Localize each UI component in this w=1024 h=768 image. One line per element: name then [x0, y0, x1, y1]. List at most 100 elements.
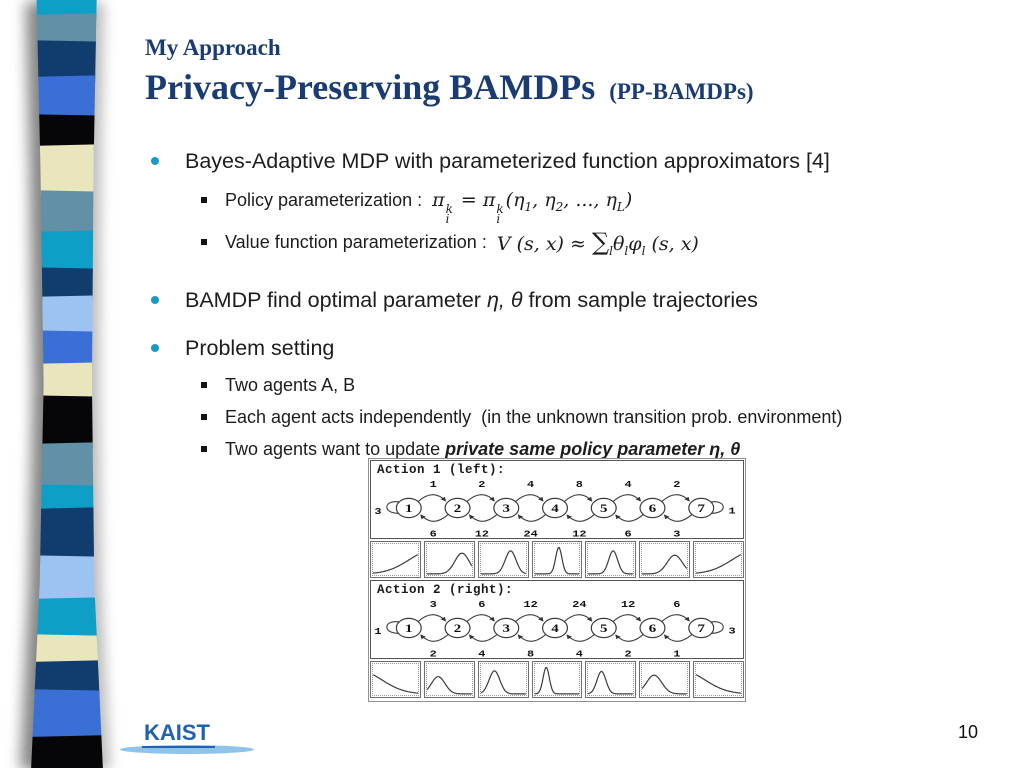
distribution-plot — [370, 541, 421, 578]
svg-text:1: 1 — [430, 480, 437, 490]
svg-text:3: 3 — [503, 621, 511, 634]
bullet-3-sub-2: Each agent acts independently (in the un… — [201, 403, 1017, 431]
action-1-distributions — [370, 541, 745, 578]
svg-text:3: 3 — [673, 530, 680, 538]
svg-text:4: 4 — [625, 480, 633, 490]
svg-text:12: 12 — [621, 600, 635, 610]
svg-text:3: 3 — [374, 507, 381, 517]
distribution-plot — [639, 661, 691, 698]
ribbon-band — [31, 441, 103, 492]
svg-text:2: 2 — [454, 621, 462, 634]
svg-text:2: 2 — [454, 501, 462, 514]
svg-text:3: 3 — [503, 501, 511, 514]
sub-text: Two agents want to update private same p… — [225, 438, 741, 459]
bullet-dot — [151, 295, 159, 304]
distribution-plot — [639, 541, 691, 578]
action-2-label: Action 2 (right): — [377, 583, 514, 597]
square-bullet-icon — [201, 381, 207, 388]
distribution-plot — [693, 661, 745, 698]
svg-text:24: 24 — [572, 600, 587, 610]
ribbon-band — [31, 689, 103, 742]
title-block: My Approach Privacy-Preserving BAMDPs (PP… — [145, 34, 754, 108]
svg-text:5: 5 — [600, 501, 608, 514]
square-bullet-icon — [201, 413, 207, 420]
svg-text:1: 1 — [405, 501, 412, 514]
svg-text:24: 24 — [523, 530, 538, 538]
bullet-1: Bayes-Adaptive MDP with parameterized fu… — [145, 146, 1017, 176]
svg-text:4: 4 — [551, 621, 559, 634]
svg-text:12: 12 — [475, 530, 489, 538]
svg-text:6: 6 — [430, 530, 437, 538]
svg-text:4: 4 — [478, 650, 486, 658]
slide-title: Privacy-Preserving BAMDPs — [145, 66, 596, 107]
action-1-label: Action 1 (left): — [377, 463, 506, 477]
bullet-1-text: Bayes-Adaptive MDP with parameterized fu… — [185, 149, 830, 173]
svg-text:6: 6 — [649, 501, 657, 514]
bullet-dot — [151, 343, 159, 352]
svg-text:6: 6 — [649, 621, 657, 634]
svg-text:6: 6 — [673, 600, 680, 610]
svg-text:2: 2 — [625, 650, 632, 658]
square-bullet-icon — [201, 197, 207, 203]
svg-text:8: 8 — [576, 480, 583, 490]
svg-text:4: 4 — [551, 501, 559, 514]
svg-text:3: 3 — [430, 600, 437, 610]
svg-text:6: 6 — [625, 530, 632, 538]
svg-text:1: 1 — [728, 506, 735, 516]
svg-text:2: 2 — [673, 480, 680, 490]
svg-text:8: 8 — [527, 650, 534, 658]
svg-text:12: 12 — [523, 600, 537, 610]
kaist-swoosh — [120, 745, 254, 754]
svg-text:3: 3 — [728, 626, 735, 636]
square-bullet-icon — [201, 445, 207, 452]
distribution-plot — [531, 541, 583, 578]
ribbon-band — [31, 143, 103, 198]
sub-text: Two agents A, B — [225, 374, 356, 395]
ribbon-band — [31, 734, 103, 768]
kaist-logo-text: KAIST — [142, 720, 215, 748]
svg-text:12: 12 — [572, 530, 586, 538]
distribution-plot — [477, 541, 529, 578]
svg-text:2: 2 — [478, 480, 485, 490]
slide-kicker: My Approach — [145, 35, 281, 60]
page-number: 10 — [958, 722, 979, 742]
value-formula: V (s, x) ≈ ∑lθlφl (s, x) — [496, 228, 699, 258]
distribution-plot — [477, 661, 529, 698]
ribbon-band — [31, 506, 103, 563]
bullet-3-text: Problem setting — [185, 335, 335, 360]
distribution-plot — [693, 541, 745, 578]
distribution-plot — [370, 661, 421, 698]
bullet-dot — [151, 157, 159, 165]
bullet-1-sub-2: Value function parameterization : V (s, … — [201, 228, 1017, 265]
distribution-plot — [585, 541, 637, 578]
policy-label: Policy parameterization : — [225, 190, 423, 210]
svg-text:1: 1 — [405, 621, 412, 634]
ribbon-shadow — [28, 0, 106, 768]
decorative-ribbon — [31, 0, 103, 768]
value-label: Value function parameterization : — [225, 232, 487, 252]
slide-title-suffix: (PP-BAMDPs) — [609, 78, 754, 104]
svg-text:6: 6 — [478, 600, 485, 610]
distribution-plot — [423, 541, 475, 578]
distribution-plot — [531, 661, 583, 698]
svg-text:4: 4 — [576, 650, 584, 658]
slide-content: Bayes-Adaptive MDP with parameterized fu… — [145, 146, 1017, 463]
svg-text:7: 7 — [697, 621, 705, 634]
svg-text:1: 1 — [374, 627, 381, 637]
svg-text:2: 2 — [430, 650, 437, 658]
bullet-2: BAMDP find optimal parameter η, θ from s… — [145, 285, 1017, 315]
svg-text:1: 1 — [673, 650, 680, 658]
bullet-3-sub-3: Two agents want to update private same p… — [201, 435, 1017, 463]
distribution-plot — [423, 661, 475, 698]
svg-text:4: 4 — [527, 480, 535, 490]
square-bullet-icon — [201, 239, 207, 245]
ribbon-band — [31, 190, 103, 237]
distribution-plot — [585, 661, 637, 698]
